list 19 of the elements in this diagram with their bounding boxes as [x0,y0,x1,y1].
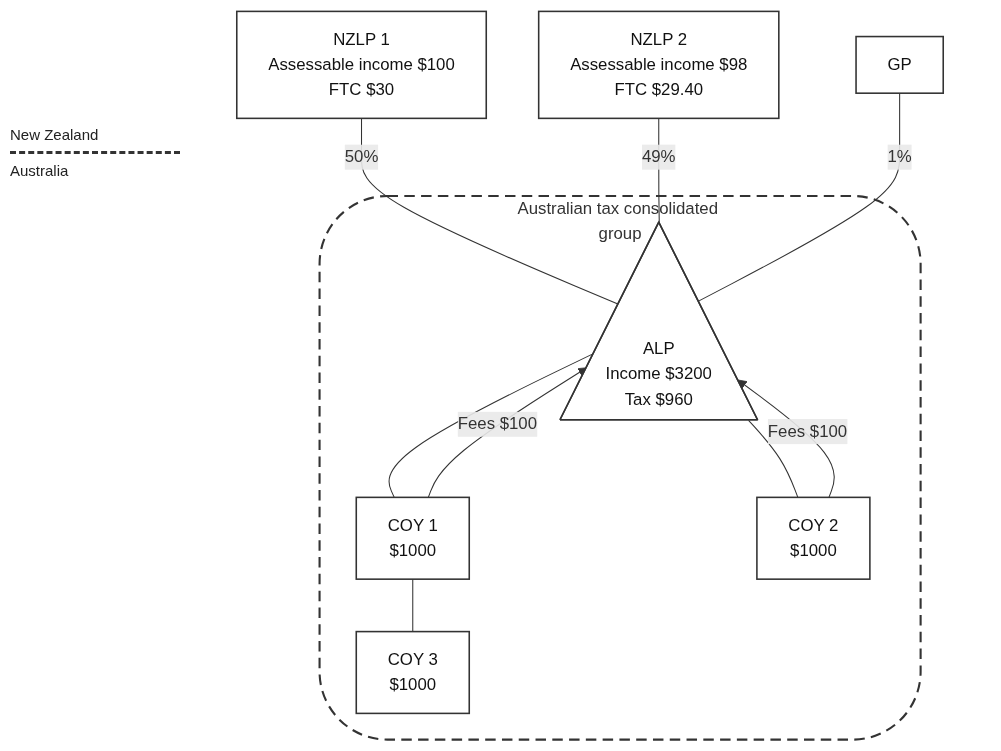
connector [412,578,414,633]
arrow [737,379,835,498]
arrow [427,367,588,498]
connector [697,92,901,302]
edge-label: 49% [641,147,676,166]
node-box: GP [855,35,944,94]
node-box: NZLP 2 Assessable income $98 FTC $29.40 [537,10,780,120]
node-box: COY 2 $1000 [756,496,871,580]
edge-label: 1% [887,147,912,166]
node-box: COY 3 $1000 [355,630,471,715]
connector [361,117,619,305]
edge-label: Fees $100 [457,414,538,433]
region-label: New Zealand [10,126,100,143]
connector [748,419,799,498]
edge-label: 50% [344,147,379,166]
node-box: NZLP 1 Assessable income $100 FTC $30 [236,10,488,120]
node-box: COY 1 $1000 [355,496,471,580]
region-label: Australia [10,162,70,179]
edge-label: Fees $100 [767,422,848,441]
